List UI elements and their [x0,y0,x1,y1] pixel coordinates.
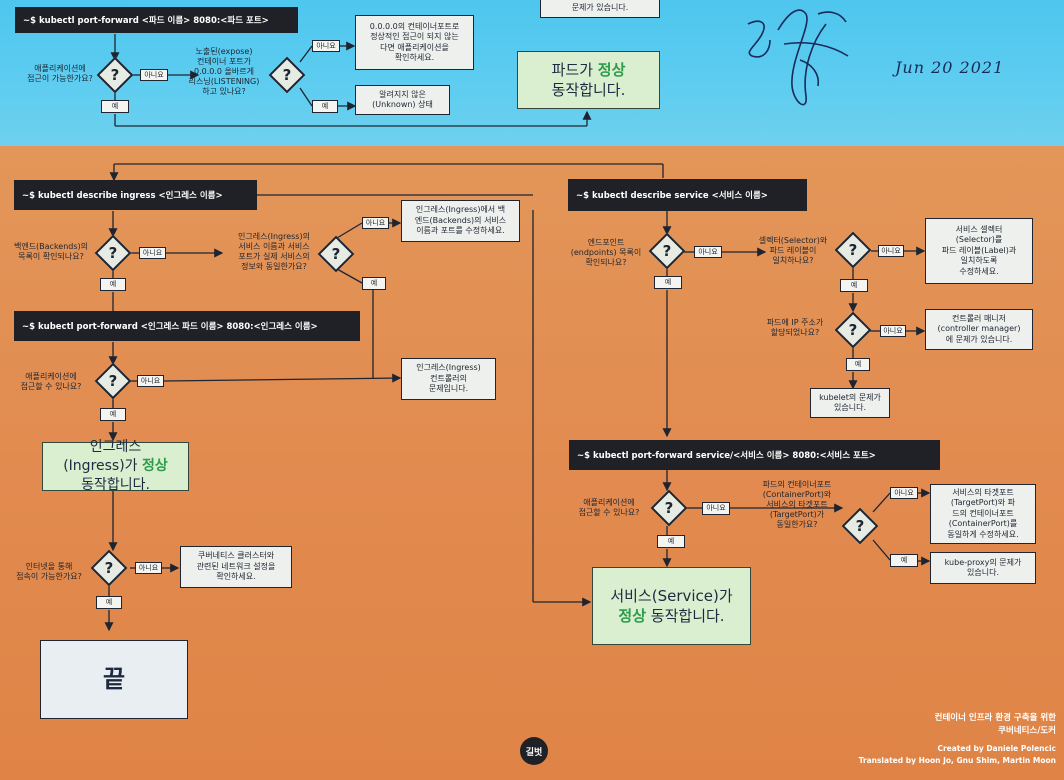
no-label: 아니요 [880,325,906,337]
yes-label: 예 [312,100,338,113]
result-top-problem: 문제가 있습니다. [540,0,660,18]
service-ok-text-a: 서비스(Service)가 [610,586,733,605]
command-port-forward-service: ~$ kubectl port-forward service/<서비스 이름>… [569,440,940,470]
result-check-network: 쿠버네티스 클러스터와 관련된 네트워크 설정을 확인하세요. [180,546,292,588]
no-label: 아니요 [702,502,730,515]
result-kube-proxy: kube-proxy의 문제가 있습니다. [930,552,1036,584]
yes-label: 예 [101,100,129,113]
question-mark: ? [848,241,858,259]
credits-created: Created by Daniele Polencic [937,744,1056,753]
yes-label: 예 [100,408,126,421]
no-label: 아니요 [139,247,166,259]
question-pod-access: 애플리케이션에 접근이 가능한가요? [27,64,93,83]
command-describe-service: ~$ kubectl describe service <서비스 이름> [568,179,807,211]
no-label: 아니요 [137,375,164,387]
no-label: 아니요 [878,245,904,257]
question-mark: ? [331,245,341,263]
yes-label: 예 [100,278,126,291]
result-controller-manager: 컨트롤러 매니저 (controller manager) 에 문제가 있습니다… [925,309,1033,350]
question-mark: ? [855,517,865,535]
service-ok-text-highlight: 정상 [618,607,647,625]
no-label: 아니요 [362,217,389,229]
no-label: 아니요 [312,40,340,52]
question-mark: ? [110,66,120,84]
command-describe-ingress: ~$ kubectl describe ingress <인그레스 이름> [14,180,257,210]
yes-label: 예 [840,279,868,292]
question-internet-access: 인터넷을 통해 접속이 가능한가요? [16,562,82,581]
result-fix-selector: 서비스 셀렉터 (Selector)를 파드 레이블(Label)과 일치하도록… [925,218,1033,284]
end-box: 끝 [40,640,188,719]
handwritten-date: Jun 20 2021 [895,58,1005,77]
result-unknown-state: 알려지지 않은 (Unknown) 상태 [355,85,450,115]
book-title-line-1: 컨테이너 인프라 환경 구축을 위한 [934,713,1056,723]
result-ingress-controller: 인그레스(Ingress) 컨트롤러의 문제입니다. [401,358,496,400]
question-mark: ? [662,242,672,260]
pod-ok-text-a: 파드가 [551,60,598,79]
question-mark: ? [282,66,292,84]
pod-ok-text-c: 동작합니다. [551,81,626,99]
no-label: 아니요 [140,69,168,81]
yes-label: 예 [890,554,918,567]
no-label: 아니요 [890,487,918,499]
publisher-logo: 길벗 [520,737,548,765]
yes-label: 예 [362,277,386,290]
pod-ok-text-highlight: 정상 [597,60,626,79]
handwritten-signature [747,9,849,106]
command-port-forward-pod: ~$ kubectl port-forward <파드 이름> 8080:<파드… [15,7,298,33]
result-fix-ports: 서비스의 타겟포트 (TargetPort)와 파 드의 컨테이너포트 (Con… [930,484,1036,544]
book-title: 컨테이너 인프라 환경 구축을 위한 쿠버네티스/도커 [830,712,1056,738]
question-mark: ? [108,244,118,262]
yes-label: 예 [846,358,870,371]
question-service-access: 애플리케이션에 접근할 수 있나요? [578,498,640,517]
credits-translated: Translated by Hoon Jo, Gnu Shim, Martin … [858,756,1056,765]
question-backends: 백엔드(Backends)의 목록이 확인되나요? [13,242,89,261]
question-pod-ip: 파드에 IP 주소가 할당되었나요? [766,318,824,337]
no-label: 아니요 [694,246,722,258]
service-ok-text-c: 동작합니다. [646,607,725,625]
question-mark: ? [848,321,858,339]
question-selector: 셀렉터(Selector)와 파드 레이블이 일치하나요? [758,236,828,265]
ingress-ok-text-a: 인그레스 (Ingress)가 [63,439,142,475]
no-label: 아니요 [135,562,162,574]
question-endpoints: 엔드포인트 (endpoints) 목록이 확인되나요? [570,238,642,267]
book-title-line-2: 쿠버네티스/도커 [998,726,1056,736]
yes-label: 예 [657,535,685,548]
ingress-ok-text-c: 동작합니다. [81,476,150,493]
ingress-ok-text-highlight: 정상 [142,458,168,475]
question-ingress-match: 인그레스(Ingress)의 서비스 이름과 서비스 포트가 실제 서비스의 정… [238,232,310,271]
result-fix-ingress: 인그레스(Ingress)에서 백 엔드(Backends)의 서비스 이름과 … [401,200,520,242]
yes-label: 예 [96,596,122,609]
question-ingress-access: 애플리케이션에 접근할 수 있나요? [20,372,82,391]
result-kubelet: kubelet의 문제가 있습니다. [810,388,890,418]
question-listening: 노출된(expose) 컨테이너 포트가 0.0.0.0 올바르게 리스닝(LI… [188,47,260,96]
result-check-container-port: 0.0.0.0의 컨테이너포트로 정상적인 접근이 되지 않는 다면 애플리케이… [355,15,474,70]
yes-label: 예 [654,276,682,289]
command-port-forward-ingress: ~$ kubectl port-forward <인그레스 파드 이름> 808… [14,311,360,341]
credits-block: Created by Daniele Polencic Translated b… [780,743,1056,767]
question-mark: ? [664,499,674,517]
question-mark: ? [108,372,118,390]
question-ports-match: 파드의 컨테이너포트 (ContainerPort)와 서비스의 타겟포트 (T… [762,480,832,529]
question-mark: ? [104,559,114,577]
